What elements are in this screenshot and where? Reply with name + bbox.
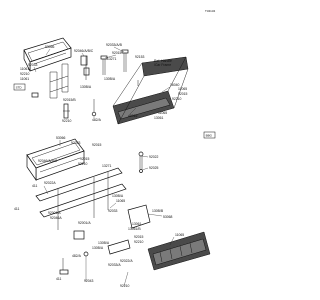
callout: 92015/B: [63, 98, 76, 102]
callout: 130B/B: [152, 209, 164, 213]
callout: 92043: [84, 279, 94, 283]
callout: 92046/A/B/C: [38, 159, 58, 163]
callout: 92022/A: [120, 259, 133, 263]
callout: 53066: [45, 45, 55, 49]
ref-note-line1: Ref. Handle: [154, 59, 172, 63]
callout: 411: [14, 207, 20, 211]
callout: 92046A: [50, 216, 62, 220]
callout: 92153: [135, 55, 145, 59]
callout: 92015: [92, 143, 102, 147]
parts-diagram-page: T34134 STD: [13, 9, 216, 288]
callout: 411: [56, 277, 62, 281]
bottom-basket: [26, 138, 85, 182]
callout: 13271: [107, 57, 117, 61]
top-basket: [23, 37, 72, 72]
callout: 53066: [56, 136, 66, 140]
callout: 130B/A: [104, 77, 116, 81]
top-bracket-parts: [80, 55, 90, 80]
bottom-bolt: [138, 151, 144, 173]
top-bolts: [100, 49, 129, 75]
callout: 92210: [134, 240, 144, 244]
callout: 92015: [80, 157, 90, 161]
std-tag: STD: [16, 86, 23, 90]
bbg-tag: BBG: [206, 134, 213, 138]
ref-note: Ref. Handle /Car Frame: [154, 59, 172, 67]
callout: 92015: [112, 51, 122, 55]
bottom-section: BBG: [14, 131, 216, 288]
callout: 11065: [175, 233, 184, 237]
callout: 482/A: [92, 118, 102, 122]
top-section: STD: [13, 37, 189, 125]
callout: 130B/A: [112, 194, 124, 198]
callout: 130B/A: [98, 241, 110, 245]
callout: 16040: [170, 83, 180, 87]
callout: 49016: [128, 114, 138, 118]
top-tailgate: [112, 56, 189, 125]
callout: 92033/A/B: [106, 43, 123, 47]
callout: 92022: [149, 155, 159, 159]
callout: 11061: [20, 77, 29, 81]
figure-id: T34134: [205, 9, 216, 13]
bottom-callouts: 53066 92033 92015 92022 92025 92046/A/B/…: [14, 136, 184, 288]
callout: 53068: [163, 215, 173, 219]
bbg-tag-box: [203, 131, 216, 139]
callout: 11065: [158, 111, 167, 115]
callout: 13061: [154, 116, 164, 120]
bottom-frame: [35, 167, 127, 230]
callout: 92210: [62, 119, 72, 123]
bottom-tailgate: [147, 231, 211, 271]
callout: 411: [32, 184, 38, 188]
callout: 11061: [20, 67, 29, 71]
top-small-parts: [31, 80, 139, 119]
callout: 92022A: [44, 181, 56, 185]
callout: 92046/A/B/C: [74, 49, 94, 53]
callout: 11065: [116, 199, 125, 203]
std-tag-box: [13, 83, 26, 91]
callout: 130B/A: [80, 85, 92, 89]
callout: 11065: [178, 87, 187, 91]
callout: 92210: [20, 72, 30, 76]
callout: 92015: [178, 92, 188, 96]
callout: 13061: [132, 222, 142, 226]
callout: 13271: [102, 164, 112, 168]
callout: 92001/A: [48, 211, 61, 215]
callout: 92210: [78, 162, 88, 166]
callout: 92033: [108, 209, 118, 213]
parts-diagram: T34134 STD: [13, 9, 216, 288]
bottom-leaders: [43, 140, 175, 287]
callout: 482/A: [72, 254, 82, 258]
callout: 13061/B: [128, 227, 141, 231]
top-callouts: 53066 92033 11061 92210 11061 92046/A/B/…: [20, 43, 188, 123]
callout: 92015: [134, 235, 144, 239]
bottom-brackets: [59, 204, 151, 275]
callout: 92210: [120, 284, 130, 288]
callout: 92210: [172, 97, 182, 101]
callout: 92033: [71, 141, 81, 145]
callout: 130B/A: [92, 246, 104, 250]
top-handle: [49, 63, 69, 99]
callout: 92025: [149, 166, 159, 170]
top-leaders: [33, 46, 171, 118]
ref-note-line2: /Car Frame: [154, 63, 171, 67]
callout: 92033: [28, 63, 38, 67]
callout: 92001/A: [78, 221, 91, 225]
callout: 92033/A: [108, 263, 121, 267]
